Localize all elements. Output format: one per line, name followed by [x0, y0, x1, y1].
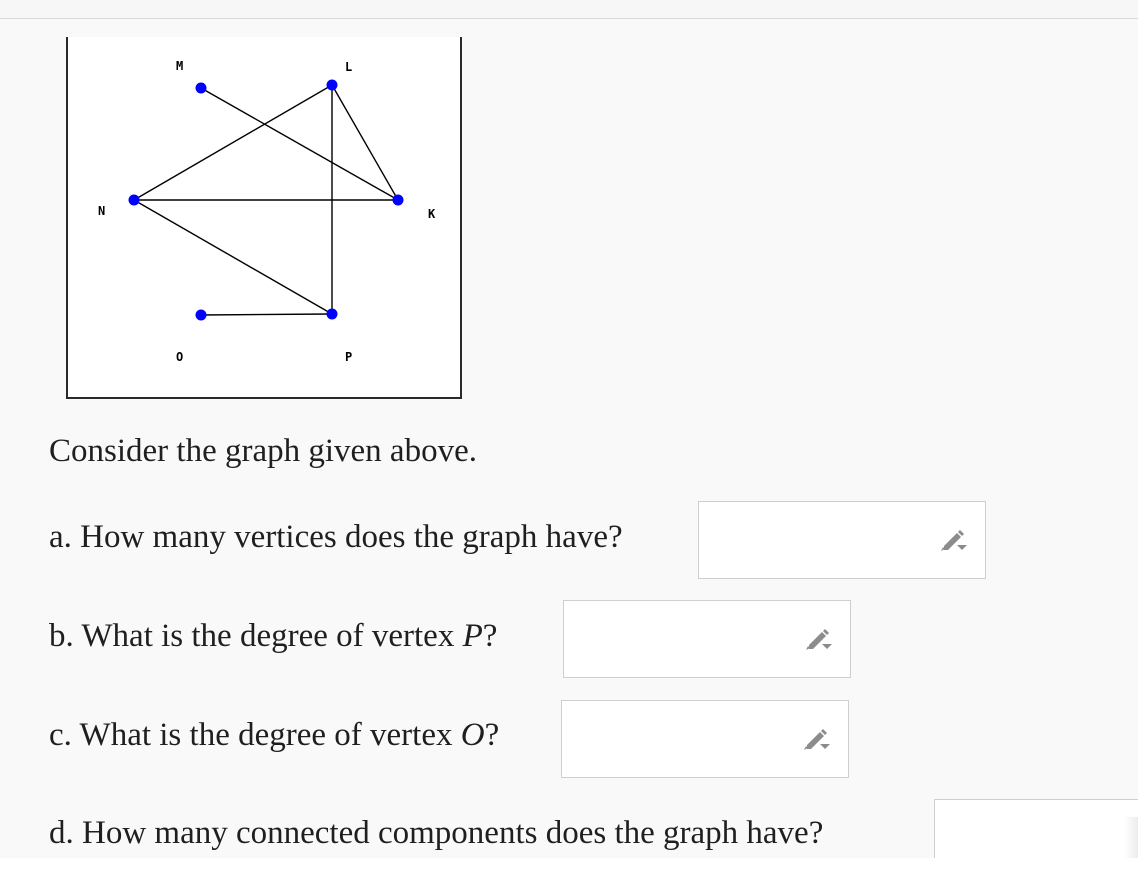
answer-b-field[interactable]: [563, 600, 851, 678]
intro-label: Consider the graph given above.: [49, 433, 477, 469]
question-c-var: O: [460, 717, 485, 753]
question-b: b. What is the degree of vertex P?: [49, 618, 497, 655]
scroll-shadow: [1124, 817, 1138, 859]
vertex-p-label: P: [345, 350, 352, 364]
answer-b-input[interactable]: [564, 601, 850, 677]
graph-canvas: M L N K O P: [98, 59, 436, 364]
edge-n-p: [133, 199, 333, 315]
question-b-text: b. What is the degree of vertex: [49, 618, 463, 654]
vertex-o-label: O: [176, 350, 183, 364]
answer-a-input[interactable]: [699, 502, 985, 578]
pencil-dropdown-icon[interactable]: [802, 626, 834, 652]
intro-text: Consider the graph given above.: [49, 433, 477, 470]
pencil-dropdown-icon[interactable]: [937, 527, 969, 553]
question-c-suffix: ?: [484, 717, 500, 753]
question-a-text: a. How many vertices does the graph have…: [49, 519, 623, 555]
question-panel: M L N K O P Consider the graph given above. a…: [0, 18, 1138, 859]
vertex-p: [326, 308, 338, 320]
answer-d-field[interactable]: [934, 799, 1138, 859]
graph-figure: M L N K O P: [66, 37, 462, 399]
question-b-var: P: [462, 618, 483, 654]
question-d: d. How many connected components does th…: [49, 815, 823, 852]
question-b-suffix: ?: [482, 618, 498, 654]
bottom-strip: [0, 858, 1138, 880]
answer-c-input[interactable]: [562, 701, 848, 777]
vertex-k: [392, 194, 404, 206]
vertex-l-label: L: [345, 60, 352, 74]
edge-m-k: [200, 87, 399, 201]
answer-d-input[interactable]: [935, 800, 1138, 859]
vertex-n: [128, 194, 140, 206]
edge-l-k: [331, 84, 399, 201]
question-c-text: c. What is the degree of vertex: [49, 717, 461, 753]
pencil-dropdown-icon[interactable]: [800, 726, 832, 752]
answer-c-field[interactable]: [561, 700, 849, 778]
question-a: a. How many vertices does the graph have…: [49, 519, 623, 556]
edge-l-n: [133, 84, 333, 201]
question-c: c. What is the degree of vertex O?: [49, 717, 499, 754]
vertex-m-label: M: [176, 59, 183, 73]
vertex-m: [195, 82, 207, 94]
vertex-n-label: N: [98, 204, 105, 218]
answer-a-field[interactable]: [698, 501, 986, 579]
vertex-o: [195, 309, 207, 321]
vertex-k-label: K: [428, 207, 436, 221]
question-d-text: d. How many connected components does th…: [49, 815, 824, 851]
vertex-l: [326, 79, 338, 91]
edge-o-p: [200, 313, 333, 316]
top-strip: [0, 0, 1138, 18]
